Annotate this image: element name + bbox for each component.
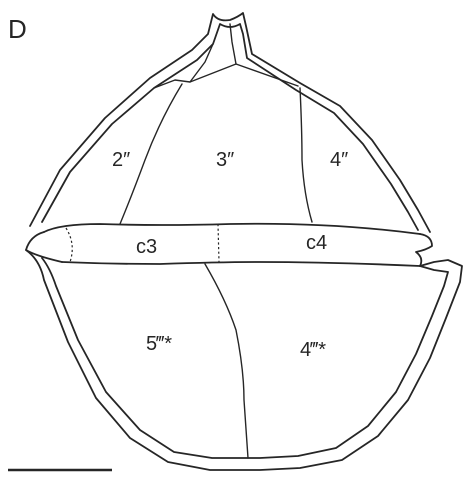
cingulum-left-lip	[26, 232, 62, 262]
plate-label-4: 4″	[330, 149, 348, 171]
plate-label-2: 2″	[112, 149, 130, 171]
cingulum	[26, 224, 432, 266]
plate-label-c4: c4	[306, 232, 327, 254]
epitheca	[30, 13, 430, 232]
hypotheca-inner-wall	[42, 258, 448, 458]
plate-label-c3: c3	[136, 236, 157, 258]
panel-label: D	[8, 14, 27, 44]
apical-suture-cross	[154, 64, 298, 88]
cingulum-upper-edge	[44, 224, 420, 234]
epitheca-outer-wall	[30, 13, 430, 232]
suture-5-4-hypotheca	[205, 264, 248, 458]
hypotheca	[26, 250, 462, 470]
cingulum-dashed-suture-left	[66, 228, 72, 262]
hypotheca-outer-wall	[26, 250, 462, 470]
plate-label-5-antapical: 5‴*	[146, 333, 172, 355]
cingulum-dashed-suture-middle	[218, 224, 219, 262]
plate-label-4-antapical: 4‴*	[300, 339, 326, 361]
apical-suture-right	[230, 24, 236, 64]
cingulum-lower-edge	[62, 262, 420, 266]
suture-3-4	[300, 88, 312, 222]
plate-label-3: 3″	[216, 149, 234, 171]
cingulum-right-notch	[416, 234, 432, 266]
